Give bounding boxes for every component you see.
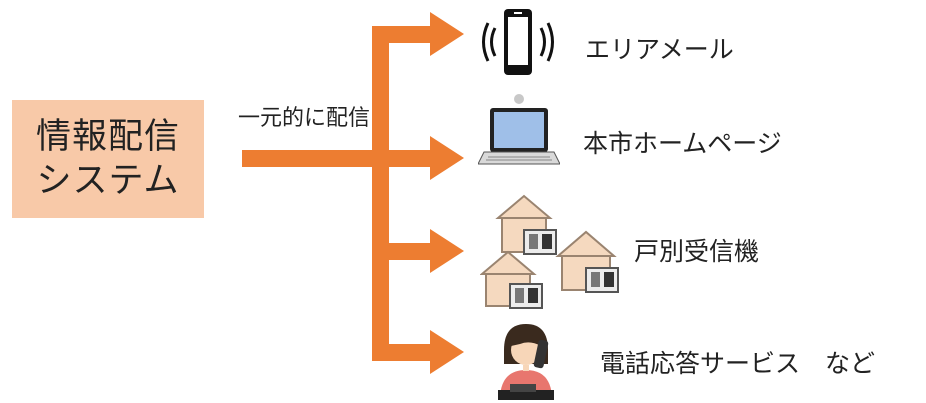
info-distribution-system-box: 情報配信 システム	[12, 100, 204, 218]
unified-distribution-caption: 一元的に配信	[238, 106, 371, 131]
arrow-to-homepage	[380, 136, 464, 180]
laptop-icon	[478, 94, 560, 165]
main-feed-line	[242, 150, 382, 167]
house-1	[495, 194, 557, 255]
channel-label-phone-service: 電話応答サービス など	[600, 349, 876, 378]
smartphone-icon	[482, 9, 554, 75]
system-label-line1: 情報配信	[35, 117, 180, 157]
arrow-to-phone-service	[372, 330, 464, 374]
system-label-line2: システム	[36, 161, 180, 201]
arrow-to-home-receiver	[372, 229, 464, 273]
channel-label-homepage: 本市ホームページ	[583, 129, 782, 158]
vertical-trunk	[372, 26, 389, 361]
house-3	[480, 250, 543, 309]
arrow-to-area-mail	[372, 12, 464, 56]
channel-label-home-receiver: 戸別受信機	[634, 237, 760, 266]
telephone-operator-icon	[498, 324, 554, 400]
house-receiver-icon	[480, 194, 619, 309]
house-2	[555, 230, 619, 293]
channel-label-area-mail: エリアメール	[585, 35, 734, 64]
